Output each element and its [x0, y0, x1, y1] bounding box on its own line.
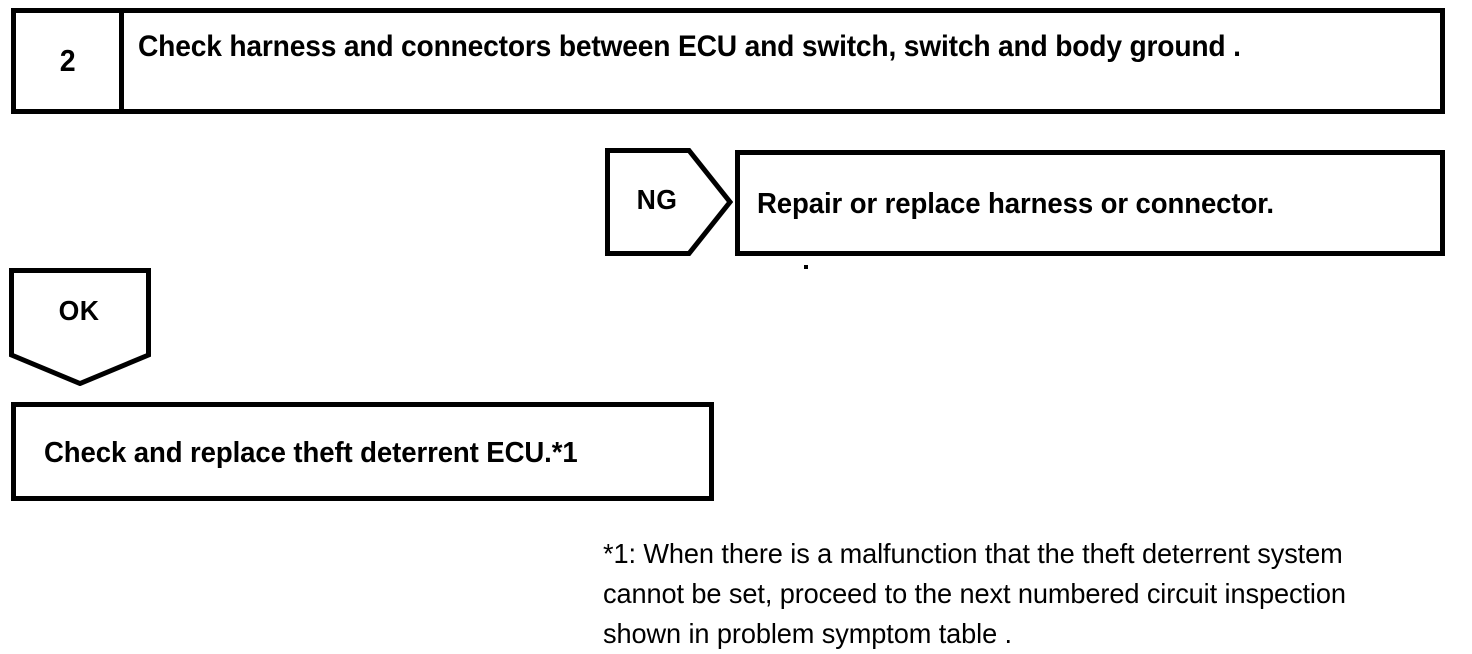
- ng-result-box: Repair or replace harness or connector.: [735, 150, 1445, 256]
- ok-arrow-icon: [9, 268, 151, 386]
- ng-arrow-icon: [605, 148, 733, 256]
- scan-speck: [804, 265, 808, 269]
- footnote-block: *1: When there is a malfunction that the…: [603, 534, 1437, 654]
- step-number: 2: [59, 43, 76, 78]
- footnote-line-3: shown in problem symptom table .: [603, 618, 1013, 649]
- step-number-cell: 2: [16, 13, 124, 109]
- footnote-line-1: *1: When there is a malfunction that the…: [603, 538, 1343, 569]
- ng-result-text: Repair or replace harness or connector.: [757, 188, 1274, 220]
- ok-result-box: Check and replace theft deterrent ECU.*1: [11, 402, 714, 501]
- step-box: 2 Check harness and connectors between E…: [11, 8, 1445, 114]
- ok-result-text: Check and replace theft deterrent ECU.*1: [44, 437, 578, 469]
- ng-branch-label: NG: [636, 184, 678, 215]
- ok-branch-label: OK: [58, 295, 100, 326]
- step-instruction-text: Check harness and connectors between ECU…: [138, 30, 1241, 63]
- footnote-line-2: cannot be set, proceed to the next numbe…: [603, 578, 1346, 609]
